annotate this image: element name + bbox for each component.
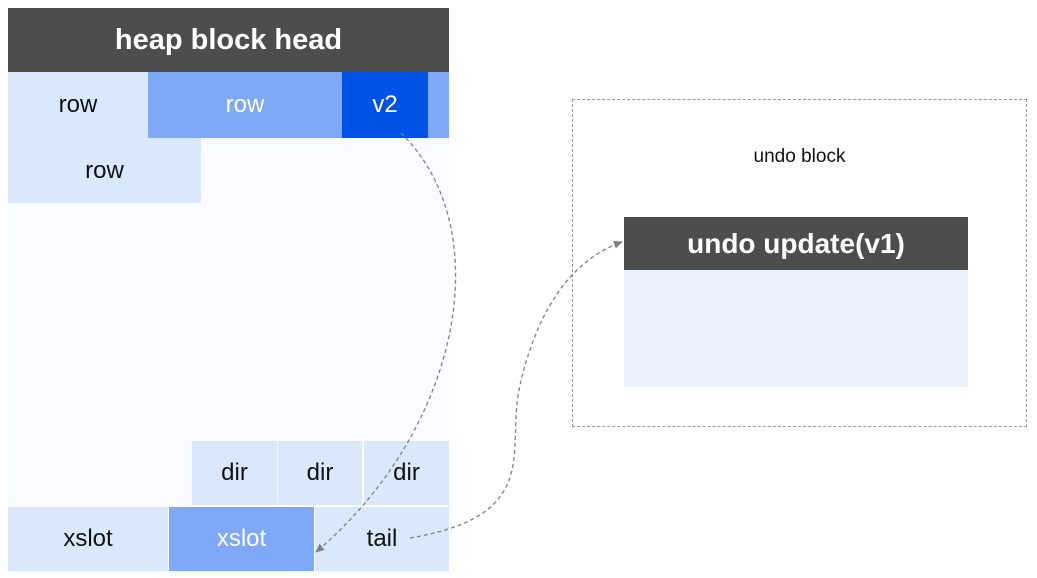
undo-record-head: undo update(v1) [624, 217, 968, 270]
undo-block-label: undo block [753, 146, 846, 167]
dir-cell-2: dir [278, 441, 362, 505]
tail-cell: tail [315, 507, 449, 571]
heap-block-head: heap block head [8, 8, 449, 72]
row-cell-2-tail [428, 72, 449, 138]
row-cell-2: row [148, 72, 342, 138]
row-cell-3: row [8, 138, 201, 203]
dir-cell-1: dir [192, 441, 277, 505]
xslot-cell-1: xslot [8, 507, 168, 571]
xslot-cell-2: xslot [169, 507, 314, 571]
row-cell-1: row [8, 72, 148, 138]
row-version-v2: v2 [342, 72, 428, 138]
undo-record-body [624, 270, 968, 387]
dir-cell-3: dir [364, 441, 449, 505]
